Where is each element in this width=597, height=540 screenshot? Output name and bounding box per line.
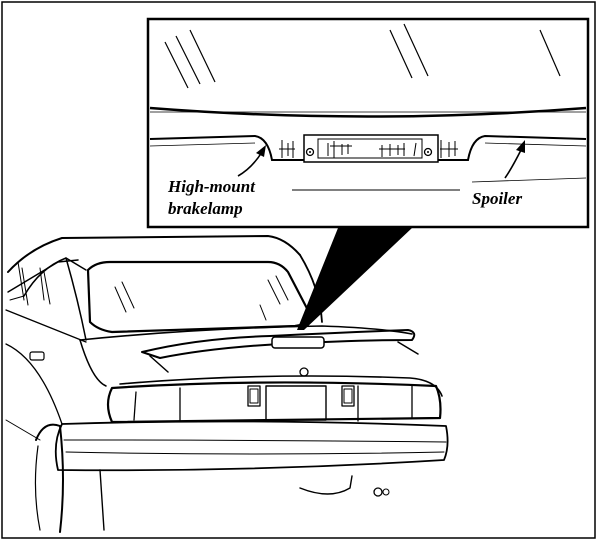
rear-window: [88, 262, 312, 332]
door-handle: [30, 352, 44, 360]
brakelamp-label-line2: brakelamp: [168, 199, 243, 218]
brakelamp-label-line1: High-mount: [167, 177, 256, 196]
trunk-emblem: [300, 368, 308, 376]
tail-light-panel: [108, 382, 441, 422]
car-brakelamp: [272, 337, 324, 348]
callout-wedge: [297, 228, 412, 330]
rear-bumper: [56, 421, 448, 470]
car-body: [6, 236, 448, 532]
inset-brakelamp: [279, 135, 458, 162]
exhaust-tip: [374, 488, 382, 496]
inset-detail: High-mount brakelamp Spoiler: [148, 19, 588, 227]
license-plate: [266, 386, 326, 420]
rear-wheel: [36, 425, 63, 532]
spoiler-label: Spoiler: [472, 189, 522, 208]
